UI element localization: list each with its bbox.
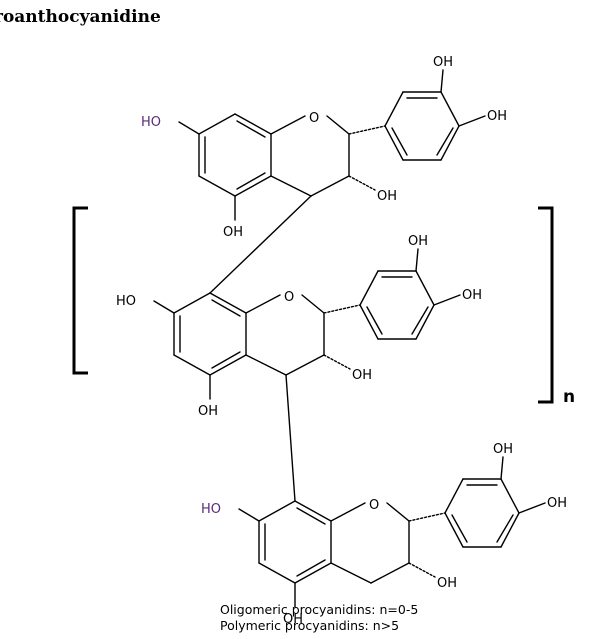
unit-2-a-ring-bond	[209, 354, 247, 376]
unit-2-c7-oh-bond	[153, 300, 175, 314]
unit-3-c-ring-bond	[330, 562, 372, 584]
unit-2-c5-hydroxyl: OH	[198, 404, 218, 419]
unit-1-c7-hydroxyl: HO	[141, 115, 161, 130]
unit-1-a-ring-double-bond	[236, 120, 266, 138]
unit-1-c7-oh-bond	[178, 121, 200, 135]
unit-3-c-ring-bond	[386, 502, 410, 522]
unit-3-a-ring-bond	[294, 500, 332, 522]
unit-3-c-ring-bond	[370, 562, 410, 584]
unit-2-c-ring-bond	[285, 354, 325, 376]
unit-2-b4-hydroxyl: OH	[462, 288, 482, 303]
unit-3-c-ring-bond	[330, 502, 366, 522]
repeat-subscript-n: n	[563, 387, 575, 407]
unit-1-c-ring-bond	[310, 175, 350, 197]
unit-3-b4-hydroxyl: OH	[547, 496, 567, 511]
left-bracket	[72, 206, 88, 375]
unit-3-b4-oh-bond	[518, 502, 546, 514]
unit-1-c-ring-bond	[326, 115, 350, 135]
unit-3-c3-hydroxyl: OH	[437, 576, 457, 591]
unit-2-b3-oh-bond	[415, 248, 419, 272]
unit-3-b-ring-double-bond	[496, 514, 514, 543]
unit-2-c7-hydroxyl: HO	[116, 294, 136, 309]
unit-2-c-ring-bond	[301, 294, 325, 314]
unit-2-b-ring-double-bond	[366, 306, 383, 335]
unit-1-b4-oh-bond	[458, 115, 486, 127]
unit-2-c-ring-bond	[245, 354, 287, 376]
unit-2-a-ring-double-bond	[211, 351, 241, 369]
unit-1-a-ring-bond	[234, 175, 272, 197]
unit-3-c2-b-ring-stereo-bond	[408, 512, 446, 522]
unit-1-b-ring-double-bond	[436, 127, 454, 156]
unit-1-c3-oh-stereo-bond	[348, 175, 376, 191]
unit-3-c7-oh-bond	[238, 508, 260, 522]
unit-3-c3-oh-stereo-bond	[408, 562, 436, 578]
unit-1-a-ring-bond	[198, 113, 236, 135]
unit-1-b-ring-double-bond	[391, 127, 408, 156]
unit-2-a-ring-bond	[209, 292, 247, 314]
unit-2-b4-oh-bond	[433, 294, 461, 306]
unit-1-b-ring-bond	[440, 125, 460, 161]
unit-1-b3-hydroxyl: OH	[433, 55, 453, 70]
right-bracket	[538, 206, 554, 404]
unit-1-c3-hydroxyl: OH	[377, 189, 397, 204]
unit-3-b-ring-bond	[444, 512, 464, 548]
unit-2-b-ring-double-bond	[411, 306, 429, 335]
unit-1-c-ring-bond	[270, 175, 312, 197]
unit-3-ring-oxygen: O	[369, 498, 379, 513]
unit-3-b3-hydroxyl: OH	[493, 442, 513, 457]
unit-3-a-ring-double-bond	[296, 507, 326, 525]
unit-3-b-ring-bond	[500, 512, 520, 548]
unit-2-c2-b-ring-stereo-bond	[323, 304, 361, 314]
unit-3-b-ring-bond	[500, 478, 520, 514]
unit-3-a-ring-double-bond	[296, 559, 326, 577]
unit-2-b3-hydroxyl: OH	[408, 234, 428, 249]
unit-2-c-ring-bond	[245, 294, 281, 314]
caption-polymeric: Polymeric procyanidins: n>5	[220, 618, 399, 633]
unit-3-b3-oh-bond	[500, 456, 504, 480]
unit-3-b-ring-double-bond	[451, 514, 468, 543]
unit-1-a-ring-bond	[198, 175, 236, 197]
unit-1-c5-hydroxyl: OH	[223, 225, 243, 240]
interflavan-bond-1	[209, 195, 312, 294]
unit-2-c3-oh-stereo-bond	[323, 354, 351, 370]
unit-1-b3-oh-bond	[440, 69, 444, 93]
unit-1-b4-hydroxyl: OH	[487, 109, 507, 124]
unit-3-a-ring-bond	[294, 562, 332, 584]
unit-2-b-ring-bond	[415, 270, 435, 306]
unit-3-a-ring-bond	[258, 562, 296, 584]
unit-1-b-ring-bond	[384, 91, 404, 127]
unit-3-a-ring-bond	[258, 500, 296, 522]
bond-lines	[153, 69, 546, 608]
unit-2-b-ring-bond	[359, 270, 379, 306]
caption-oligomeric: Oligomeric procyanidins: n=0-5	[220, 602, 418, 617]
unit-1-c2-b-ring-stereo-bond	[348, 125, 386, 135]
unit-2-b-ring-bond	[359, 304, 379, 340]
unit-2-c3-hydroxyl: OH	[352, 368, 372, 383]
unit-1-a-ring-bond	[234, 113, 272, 135]
unit-1-a-ring-double-bond	[236, 172, 266, 190]
unit-3-c5-hydroxyl: OH	[283, 612, 303, 627]
page-heading: roanthocyanidine	[0, 7, 161, 27]
unit-2-a-ring-bond	[173, 354, 211, 376]
unit-1-b-ring-bond	[440, 91, 460, 127]
unit-3-c7-hydroxyl: HO	[201, 502, 221, 517]
unit-1-b-ring-bond	[384, 125, 404, 161]
unit-2-a-ring-double-bond	[211, 299, 241, 317]
unit-2-a-ring-bond	[173, 292, 211, 314]
interflavan-bond-2	[285, 374, 296, 502]
unit-1-c-ring-bond	[270, 115, 306, 135]
unit-2-b-ring-bond	[415, 304, 435, 340]
unit-1-ring-oxygen: O	[309, 111, 319, 126]
unit-3-b-ring-bond	[444, 478, 464, 514]
unit-2-ring-oxygen: O	[284, 290, 294, 305]
